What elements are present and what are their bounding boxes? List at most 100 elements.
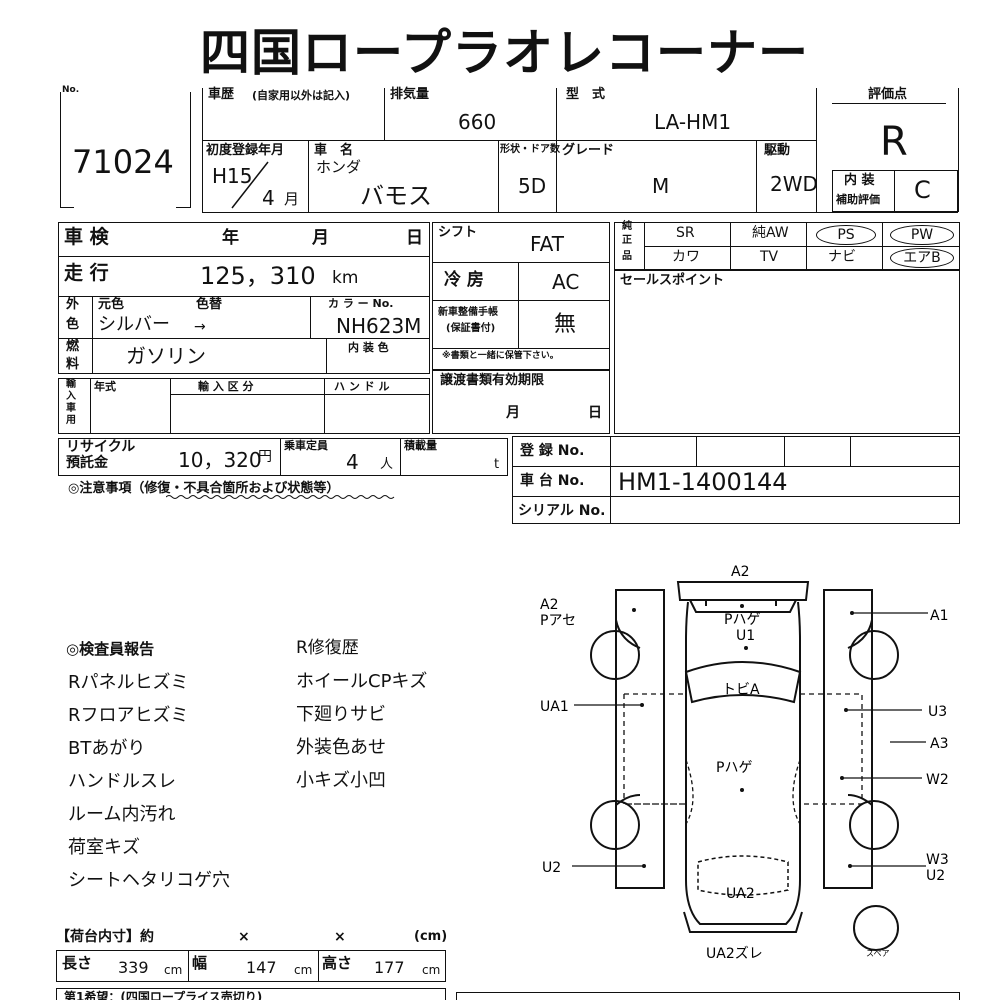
color-code: NH623M <box>336 314 422 338</box>
inspector-right-3: 下廻りサビ <box>296 704 386 725</box>
import-side-4: 用 <box>66 415 76 426</box>
equip-airbag-circled: エアB <box>890 248 954 268</box>
label-p-hage-roof: Pハゲ <box>716 760 752 776</box>
height-value: 177 <box>374 958 405 977</box>
warranty-label: 新車整備手帳 <box>438 307 498 318</box>
color-arrow: → <box>194 319 206 335</box>
height-label: 高さ <box>322 954 353 972</box>
first-reg-month: 4 <box>262 186 275 210</box>
label-a2-left: A2 <box>540 597 558 613</box>
width-unit: cm <box>294 963 313 977</box>
equip-ps-circled: PS <box>816 225 876 245</box>
registration-label: 登 録 No. <box>520 443 585 459</box>
label-ua2: UA2 <box>726 886 755 902</box>
warranty-note: ※書類と一緒に保管下さい。 <box>442 351 559 361</box>
history-note: (自家用以外は記入) <box>252 89 351 102</box>
warranty-sublabel: (保証書付) <box>446 323 496 334</box>
recycle-label: リサイクル <box>66 439 136 455</box>
label-u1: U1 <box>736 628 755 644</box>
label-p-ase: Pアセ <box>540 613 576 629</box>
inspector-title: ◎検査員報告 <box>66 640 155 658</box>
mileage-value: 125，310 <box>200 262 316 290</box>
notes-wavy-underline <box>166 495 395 499</box>
doors-value: 5D <box>518 174 547 198</box>
equip-sr: SR <box>676 225 695 241</box>
chassis-label: 車 台 No. <box>520 473 585 489</box>
length-label: 長さ <box>62 954 93 972</box>
label-u3: U3 <box>928 704 947 720</box>
first-reg-label: 初度登録年月 <box>206 143 285 158</box>
label-u2-right: U2 <box>926 868 945 884</box>
car-name: バモス <box>360 182 432 210</box>
notes-title: ◎注意事項（修復・不具合箇所および状態等） <box>68 481 340 496</box>
width-value: 147 <box>246 958 277 977</box>
capacity-label: 乗車定員 <box>284 439 328 452</box>
import-side-3: 車 <box>66 403 76 414</box>
color-side-2: 色 <box>66 317 80 332</box>
sales-point-label: セールスポイント <box>620 273 725 288</box>
label-a1: A1 <box>930 608 948 624</box>
grade-label: グレード <box>562 143 615 158</box>
score-label: 評価点 <box>868 87 908 102</box>
score-value: R <box>880 119 908 165</box>
inspector-left-7: シートヘタリコゲ穴 <box>68 870 230 891</box>
change-color-label: 色替 <box>196 297 223 312</box>
cargo-times-1: × <box>238 929 250 945</box>
lot-bracket-left <box>60 92 61 208</box>
model-value: LA-HM1 <box>654 110 732 134</box>
import-handle-label: ハ ン ド ル <box>334 380 390 393</box>
lot-label: No. <box>62 85 80 95</box>
inspection-month: 月 <box>312 228 329 248</box>
height-unit: cm <box>422 963 441 977</box>
warranty-value: 無 <box>554 312 577 337</box>
lot-bracket-right <box>190 92 191 208</box>
load-label: 積載量 <box>404 439 437 452</box>
shift-value: FAT <box>530 232 565 256</box>
transfer-month: 月 <box>506 405 520 421</box>
footer-text: 第1希望：(四国ロープライス売切り) <box>64 990 263 1000</box>
drive-label: 駆動 <box>764 143 791 158</box>
mileage-label: 走 行 <box>64 262 109 284</box>
doors-label: 形状・ドア数 <box>500 144 560 155</box>
color-code-label: カ ラ ー No. <box>328 297 394 310</box>
import-year-label: 年式 <box>94 380 116 393</box>
label-w2: W2 <box>926 772 949 788</box>
inspector-left-2: Rフロアヒズミ <box>68 705 189 726</box>
inspection-day: 日 <box>406 228 423 248</box>
cargo-unit: (cm) <box>414 929 448 944</box>
recycle-unit: 円 <box>258 449 272 465</box>
page-title: 四国ロープラオレコーナー <box>200 24 809 82</box>
inspector-right-2: ホイールCPキズ <box>296 671 428 692</box>
ac-value: AC <box>552 270 580 294</box>
interior-score-label: 内 装 <box>844 173 875 188</box>
car-maker: ホンダ <box>316 158 362 176</box>
chassis-value: HM1-1400144 <box>618 468 788 496</box>
equip-side-2: 正 <box>622 235 632 246</box>
label-spare: スペア <box>866 949 889 958</box>
shift-label: シフト <box>438 225 478 240</box>
interior-score-value: C <box>914 176 931 204</box>
equip-tv: TV <box>760 249 779 265</box>
first-reg-era: H15 <box>212 164 253 188</box>
interior-score-sublabel: 補助評価 <box>836 193 880 206</box>
lot-number: 71024 <box>72 143 174 181</box>
inspection-label: 車 検 <box>64 226 109 248</box>
equip-alloy-wheel: 純AW <box>752 225 789 241</box>
inspector-right-5: 小キズ小凹 <box>296 770 386 791</box>
label-a2-top: A2 <box>731 564 749 580</box>
interior-color-label: 内 装 色 <box>348 341 389 354</box>
inspector-left-1: Rパネルヒズミ <box>68 672 189 693</box>
orig-color: シルバー <box>98 314 170 335</box>
fuel-side-1: 燃 <box>66 339 80 354</box>
fuel-value: ガソリン <box>126 344 206 368</box>
transfer-label: 譲渡書類有効期限 <box>440 373 545 388</box>
car-name-label: 車 名 <box>314 143 354 158</box>
displacement-value: 660 <box>458 110 497 134</box>
label-ua1: UA1 <box>540 699 569 715</box>
length-value: 339 <box>118 958 149 977</box>
inspector-left-5: ルーム内汚れ <box>68 804 176 825</box>
inspection-year: 年 <box>222 228 239 248</box>
model-label: 型 式 <box>566 87 606 102</box>
label-p-hage-front: Pハゲ <box>724 612 760 628</box>
mileage-unit: km <box>332 268 359 288</box>
